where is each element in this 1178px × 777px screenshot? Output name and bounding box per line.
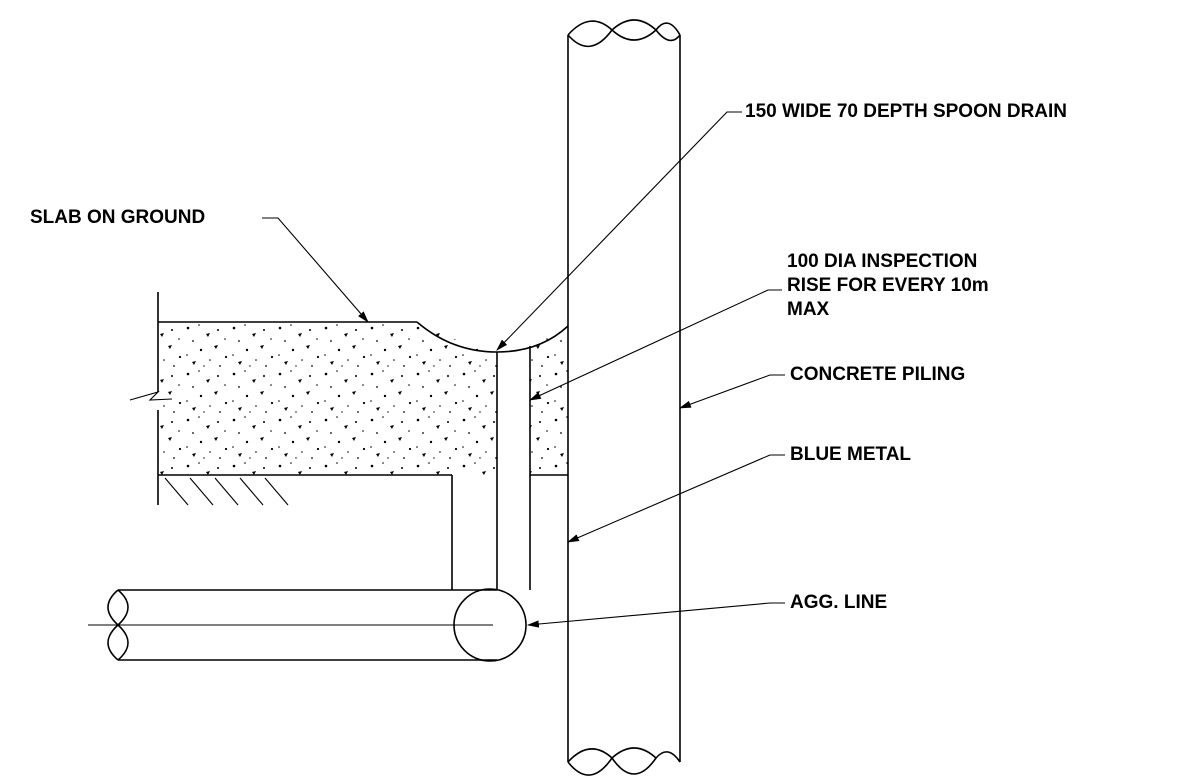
agg-line-label: AGG. LINE: [790, 592, 888, 613]
inspection-rise-label: 100 DIA INSPECTION RISE FOR EVERY 10m MA…: [787, 250, 989, 322]
concrete-slab: [158, 322, 497, 475]
agg-line-pipe: [88, 588, 527, 662]
concrete-piling-label: CONCRETE PILING: [790, 364, 966, 385]
spoon-drain-label: 150 WIDE 70 DEPTH SPOON DRAIN: [745, 101, 1068, 122]
inspection-rise-line-2: RISE FOR EVERY 10m: [787, 275, 989, 296]
leader-lines: [262, 111, 785, 628]
inspection-rise: [451, 346, 531, 591]
slab-outline: [129, 292, 569, 505]
slab-on-ground-label: SLAB ON GROUND: [30, 207, 206, 228]
ground-hatch: [164, 477, 289, 506]
inspection-rise-line-1: 100 DIA INSPECTION: [787, 251, 978, 272]
concrete-slab-right: [530, 328, 568, 475]
blue-metal-label: BLUE METAL: [790, 444, 912, 465]
concrete-pile: [567, 19, 681, 776]
inspection-rise-line-3: MAX: [787, 299, 830, 320]
